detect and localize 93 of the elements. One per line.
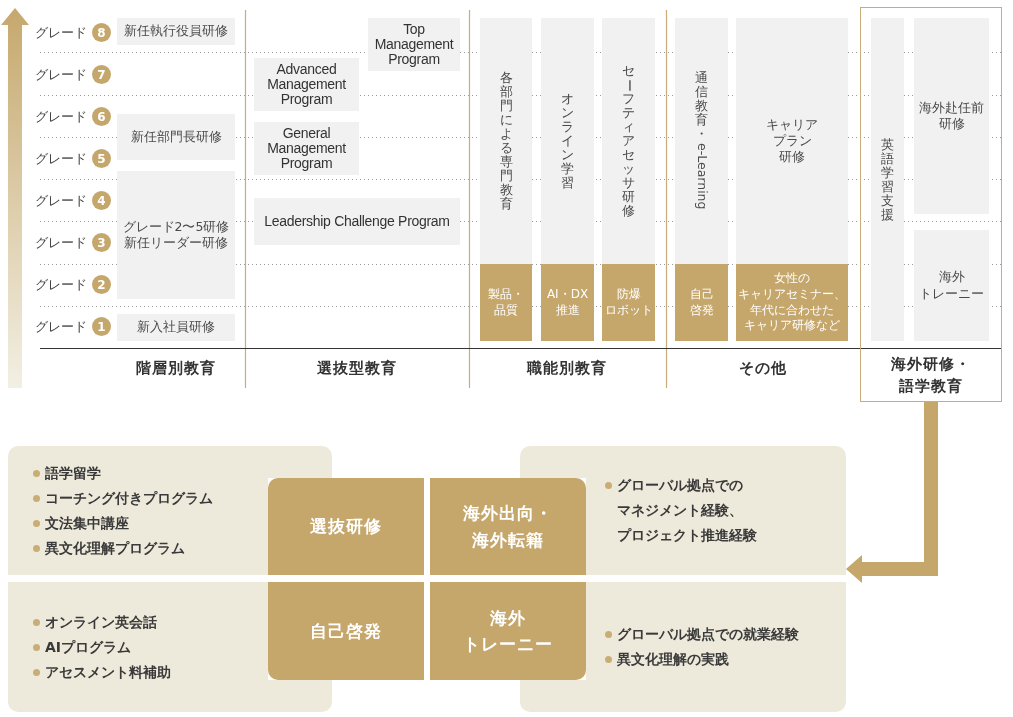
grade-badge — [92, 317, 111, 336]
program-box — [602, 18, 655, 264]
topic-box — [736, 264, 848, 341]
list-item: アセスメント料補助 — [45, 662, 171, 682]
list-item: AIプログラム — [45, 637, 132, 657]
topic-box — [675, 264, 728, 341]
program-box — [254, 122, 359, 175]
grade-label: グレード — [35, 192, 87, 210]
grade-number: 5 — [97, 152, 106, 165]
column-heading: 選抜型教育 — [317, 358, 397, 378]
grade-badge — [92, 149, 111, 168]
topic-name: 自己啓発 — [689, 286, 714, 319]
list-item: グローバル拠点での就業経験 — [617, 625, 799, 644]
program-name: グレード2〜5研修 — [122, 218, 230, 235]
grade-label: グレード — [35, 24, 87, 42]
program-name: 各部門による専門教育 — [499, 71, 513, 211]
grade-badge — [92, 65, 111, 84]
category-name: 海外トレーニー — [463, 606, 553, 656]
topic-name: AI・DX推進 — [546, 286, 589, 319]
grade-number: 1 — [97, 320, 106, 333]
topic-name: 製品・品質 — [488, 286, 524, 319]
list-item: 異文化理解の実践 — [617, 650, 729, 669]
program-box — [254, 58, 359, 111]
topic-box — [602, 264, 655, 341]
program-box — [117, 114, 235, 160]
program-name: Advanced Management Program — [266, 62, 347, 107]
grade-number: 2 — [97, 278, 106, 291]
program-name: 海外トレーニー — [919, 269, 984, 302]
column-heading: 海外研修・語学教育 — [891, 353, 971, 397]
grade-badge — [92, 275, 111, 294]
program-box — [480, 18, 532, 264]
grade-badge — [92, 233, 111, 252]
program-name: 通信教育・e-Learning — [694, 70, 709, 212]
category-tile — [430, 582, 586, 680]
program-name: 新任リーダー研修 — [124, 235, 228, 252]
list-item: グローバル拠点でのマネジメント経験、プロジェクト推進経験 — [617, 476, 757, 545]
grade-label: グレード — [35, 66, 87, 84]
program-name: キャリアプラン研修 — [766, 116, 818, 166]
grade-label: グレード — [35, 234, 87, 252]
info-panel — [8, 446, 268, 575]
list-item: 語学留学 — [45, 463, 101, 483]
program-box — [675, 18, 728, 264]
category-tile — [430, 478, 586, 575]
category-name: 選抜研修 — [310, 515, 382, 539]
grade-number: 6 — [97, 110, 106, 123]
program-name: 新入社員研修 — [137, 319, 215, 336]
arrow — [846, 402, 938, 583]
program-name: オンライン学習 — [561, 92, 574, 190]
program-name: Top Management Program — [373, 22, 455, 67]
info-panel — [586, 446, 846, 575]
program-name: セーフティアセッサ研修 — [622, 64, 635, 218]
grade-badge — [92, 191, 111, 210]
topic-name: 女性のキャリアセミナー、年代に合わせたキャリア研修など — [738, 271, 846, 334]
grade-label: グレード — [35, 318, 87, 336]
program-box — [914, 18, 989, 214]
program-box — [254, 198, 460, 245]
grade-label: グレード — [35, 276, 87, 294]
grade-label: グレード — [35, 108, 87, 126]
info-panel — [8, 582, 268, 712]
program-name: 英語学習支援 — [881, 137, 894, 222]
program-name: General Management Program — [266, 126, 347, 171]
category-name: 自己啓発 — [310, 619, 382, 643]
grade-label: グレード — [35, 150, 87, 168]
grade-number: 3 — [97, 236, 106, 249]
category-name: 海外出向・海外転籍 — [463, 502, 553, 552]
column-frame — [860, 7, 1002, 402]
program-name: Leadership Challenge Program — [264, 214, 450, 229]
list-item: 異文化理解プログラム — [45, 538, 185, 558]
program-box — [541, 18, 594, 264]
program-name: 新任部門長研修 — [130, 128, 222, 146]
column-heading: 職能別教育 — [527, 358, 607, 378]
grade-badge — [92, 107, 111, 126]
program-name: 新任執行役員研修 — [124, 23, 228, 40]
list-item: 文法集中講座 — [45, 513, 129, 533]
category-tile — [268, 582, 424, 680]
grade-number: 4 — [97, 194, 106, 207]
info-panel — [586, 582, 846, 712]
program-box — [914, 230, 989, 341]
category-tile — [268, 478, 424, 575]
grade-number: 8 — [97, 26, 106, 39]
column-heading: その他 — [739, 358, 787, 378]
column-heading: 階層別教育 — [136, 358, 216, 378]
topic-box — [480, 264, 532, 341]
program-name: 海外赴任前研修 — [919, 99, 984, 133]
program-box — [736, 18, 848, 264]
grade-badge — [92, 23, 111, 42]
program-box — [871, 18, 904, 341]
list-item: オンライン英会話 — [45, 612, 157, 632]
list-item: コーチング付きプログラム — [45, 488, 213, 508]
topic-box — [541, 264, 594, 341]
program-box — [117, 171, 235, 299]
topic-name: 防爆ロボット — [604, 286, 653, 319]
grade-number: 7 — [97, 68, 106, 81]
